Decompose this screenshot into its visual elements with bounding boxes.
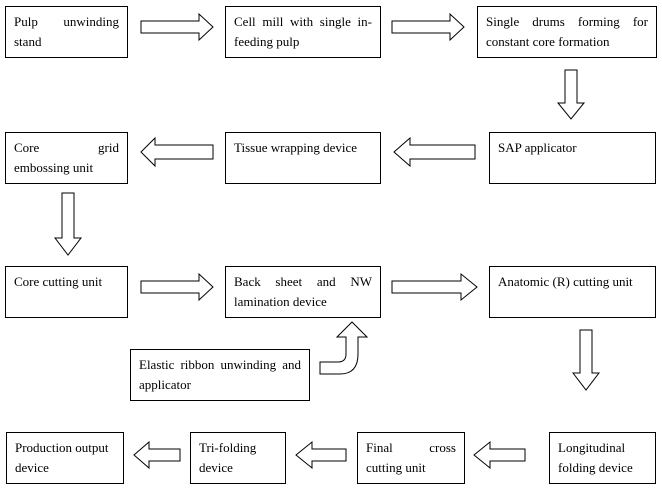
node-production-output: Production output device — [6, 432, 124, 484]
node-label: Pulp unwinding stand — [14, 14, 119, 49]
node-back-sheet-lamination: Back sheet and NW lamination device — [225, 266, 381, 318]
node-label: Cell mill with single in-feeding pulp — [234, 14, 372, 49]
node-final-cross-cutting: Final cross cutting unit — [357, 432, 465, 484]
arrow-cell-mill-to-single-drums — [391, 12, 465, 42]
node-label: Core grid embossing unit — [14, 140, 119, 175]
arrow-longitudinal-to-final-cross — [473, 440, 526, 470]
node-anatomic-cutting: Anatomic (R) cutting unit — [489, 266, 656, 318]
arrow-back-sheet-to-anatomic — [391, 272, 478, 302]
arrow-pulp-to-cell-mill — [140, 12, 214, 42]
node-tissue-wrapping: Tissue wrapping device — [225, 132, 381, 184]
node-label: Single drums forming for constant core f… — [486, 14, 648, 49]
node-pulp-unwinding-stand: Pulp unwinding stand — [5, 6, 128, 58]
node-elastic-ribbon: Elastic ribbon unwinding and applicator — [130, 349, 310, 401]
node-label: Longitudinal folding device — [558, 440, 633, 475]
node-sap-applicator: SAP applicator — [489, 132, 656, 184]
node-cell-mill: Cell mill with single in-feeding pulp — [225, 6, 381, 58]
node-label: Tri-folding device — [199, 440, 257, 475]
node-label: Tissue wrapping device — [234, 140, 358, 155]
node-tri-folding: Tri-folding device — [190, 432, 286, 484]
arrow-anatomic-to-longitudinal — [571, 329, 601, 391]
node-core-cutting: Core cutting unit — [5, 266, 128, 318]
node-label: Final cross cutting unit — [366, 440, 456, 475]
node-label: Production output device — [15, 440, 109, 475]
arrow-tri-folding-to-production — [133, 440, 181, 470]
arrow-sap-to-tissue-wrapping — [393, 136, 476, 168]
arrow-single-drums-to-sap — [556, 69, 586, 120]
arrow-final-cross-to-tri-folding — [295, 440, 347, 470]
node-label: Back sheet and NW lamination device — [234, 274, 372, 309]
node-single-drums: Single drums forming for constant core f… — [477, 6, 657, 58]
arrow-tissue-wrapping-to-core-grid — [140, 136, 214, 168]
arrow-core-cutting-to-back-sheet — [140, 272, 214, 302]
node-longitudinal-folding: Longitudinal folding device — [549, 432, 656, 484]
arrow-core-grid-to-core-cutting — [53, 192, 83, 256]
arrow-elastic-ribbon-to-back-sheet — [319, 321, 369, 375]
node-label: Elastic ribbon unwinding and applicator — [139, 357, 301, 392]
node-core-grid-embossing: Core grid embossing unit — [5, 132, 128, 184]
node-label: SAP applicator — [498, 140, 577, 155]
node-label: Core cutting unit — [14, 274, 103, 289]
node-label: Anatomic (R) cutting unit — [498, 274, 633, 289]
